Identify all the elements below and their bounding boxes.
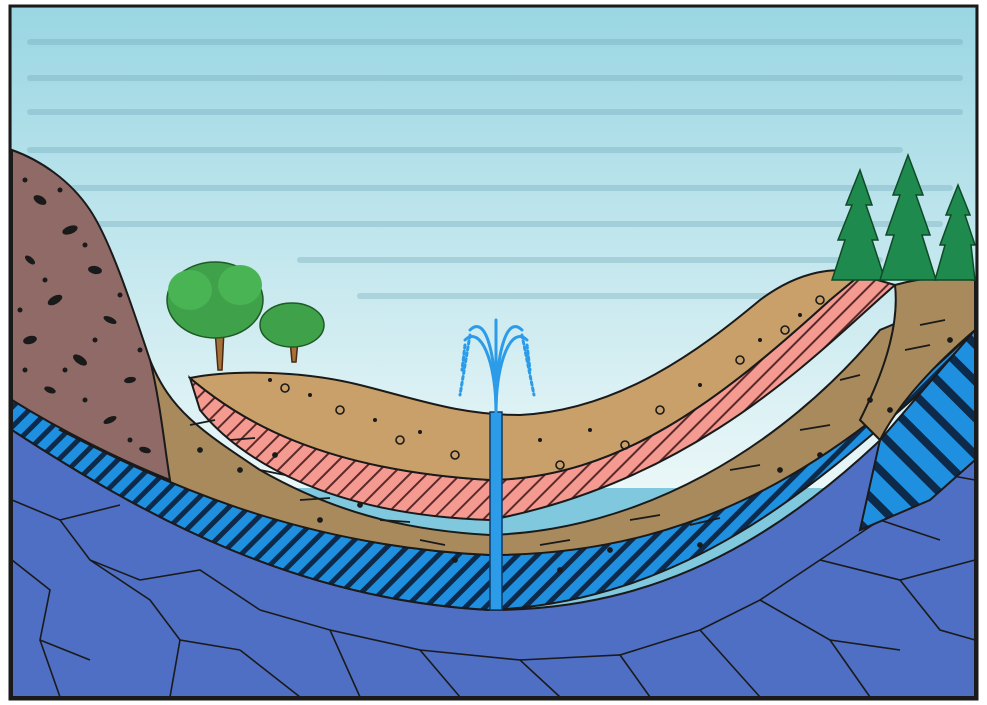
well-pipe [490,412,502,610]
